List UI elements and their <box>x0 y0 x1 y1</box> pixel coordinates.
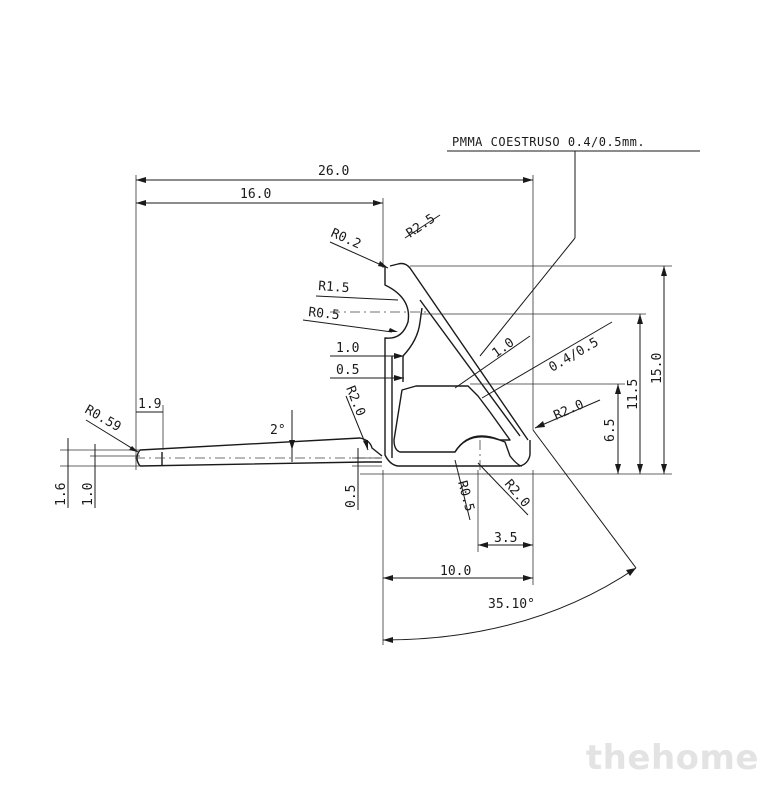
dim-1-0-left: 1.0 <box>81 483 96 506</box>
angle-2: 2° <box>270 423 286 438</box>
arrowheads <box>129 177 667 643</box>
profile-outline <box>136 262 531 467</box>
radius-r1-5: R1.5 <box>318 279 350 296</box>
material-note: PMMA COESTRUSO 0.4/0.5mm. <box>452 135 645 149</box>
dim-0-5-inner: 0.5 <box>336 363 359 378</box>
radius-r2-0-right: R2.0 <box>552 397 587 423</box>
dim-1-0-inner: 1.0 <box>336 341 359 356</box>
dim-26: 26.0 <box>318 164 349 179</box>
dim-3-5: 3.5 <box>494 531 517 546</box>
dim-1-9: 1.9 <box>138 397 161 412</box>
dim-11-5: 11.5 <box>626 379 641 410</box>
centre-lines <box>135 311 481 470</box>
radius-r0-5-top: R0.5 <box>308 305 341 323</box>
dim-0-5-bottom: 0.5 <box>344 485 359 508</box>
radius-r0-2: R0.2 <box>328 226 363 252</box>
watermark-logo: thehome <box>585 738 759 778</box>
dim-6-5: 6.5 <box>603 419 618 442</box>
dim-10: 10.0 <box>440 564 471 579</box>
radius-r2-5: R2.5 <box>404 211 438 241</box>
angle-35: 35.10° <box>488 597 535 612</box>
dim-1-6: 1.6 <box>54 483 69 506</box>
annotation-texts: PMMA COESTRUSO 0.4/0.5mm. 26.0 16.0 10.0… <box>54 135 665 612</box>
radius-r2-0-left: R2.0 <box>342 384 368 419</box>
radius-r0-5-bottom: R0.5 <box>454 479 477 513</box>
dim-16: 16.0 <box>240 187 271 202</box>
dim-15: 15.0 <box>650 353 665 384</box>
radius-r2-0-bottom: R2.0 <box>501 477 533 511</box>
dimension-lines <box>60 150 700 645</box>
